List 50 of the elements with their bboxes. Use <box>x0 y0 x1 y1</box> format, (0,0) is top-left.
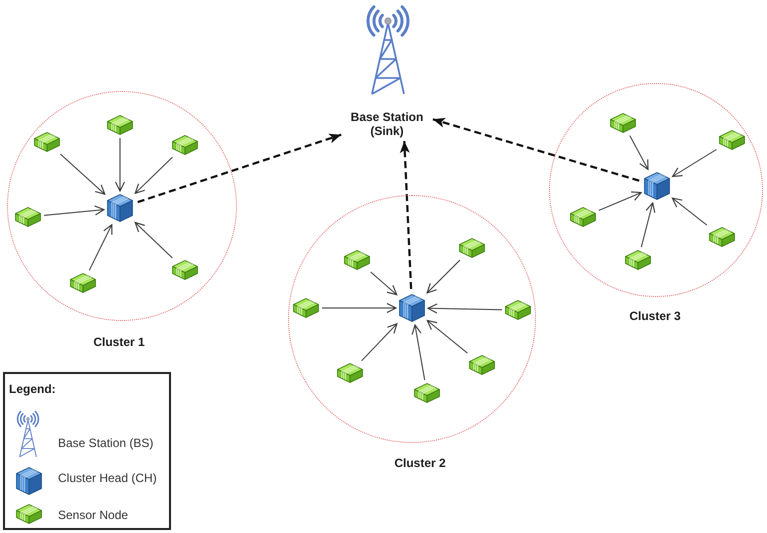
dashed-arrow <box>400 140 412 290</box>
cluster-head-icon <box>107 194 133 222</box>
arrow <box>629 135 649 170</box>
sensor-node-icon <box>719 130 745 150</box>
cluster-label: Cluster 1 <box>93 335 145 349</box>
dashed-arrow <box>432 118 640 182</box>
sensor-node-icon <box>15 207 41 227</box>
sensor-node-icon <box>34 132 60 152</box>
cluster-label: Cluster 3 <box>629 309 681 323</box>
legend-label: Sensor Node <box>58 508 128 522</box>
legend-label: Base Station (BS) <box>58 436 154 450</box>
sensor-node-icon <box>70 273 96 293</box>
arrow <box>370 272 398 296</box>
sensor-node-icon <box>469 355 495 375</box>
sensor-node-icon <box>505 300 531 320</box>
sensor-node-icon <box>172 260 198 280</box>
legend-title: Legend: <box>9 382 56 396</box>
arrow <box>114 138 126 192</box>
arrow <box>60 154 106 195</box>
arrow <box>672 198 708 226</box>
arrow <box>427 303 502 314</box>
sensor-node-icon <box>107 115 133 135</box>
arrow <box>44 205 105 216</box>
arrow <box>361 323 398 362</box>
arrow <box>640 202 656 248</box>
cluster-label: Cluster 2 <box>394 456 446 470</box>
arrow <box>134 222 173 258</box>
arrow <box>412 324 426 380</box>
cluster-head-icon <box>399 294 425 322</box>
dashed-arrow <box>137 134 342 204</box>
sensor-node-icon <box>172 135 198 155</box>
arrow <box>426 260 460 294</box>
arrow <box>88 224 112 271</box>
sensor-node-icon <box>709 227 735 247</box>
sensor-node-icon <box>337 363 363 383</box>
cluster-head-icon <box>644 172 670 200</box>
sensor-node-icon <box>344 250 370 270</box>
arrow <box>426 320 468 354</box>
sensor-node-icon <box>459 238 485 258</box>
sensor-node-icon <box>570 207 596 227</box>
legend-label: Cluster Head (CH) <box>58 471 157 485</box>
arrow <box>598 191 642 211</box>
arrow <box>672 149 717 178</box>
sensor-node-icon <box>625 250 651 270</box>
arrow <box>134 156 173 194</box>
sensor-node-icon <box>414 383 440 403</box>
sensor-node-icon <box>610 113 636 133</box>
arrow <box>322 302 397 314</box>
base-station-label: Base Station (Sink) <box>344 110 430 138</box>
sensor-node-icon <box>293 298 319 318</box>
